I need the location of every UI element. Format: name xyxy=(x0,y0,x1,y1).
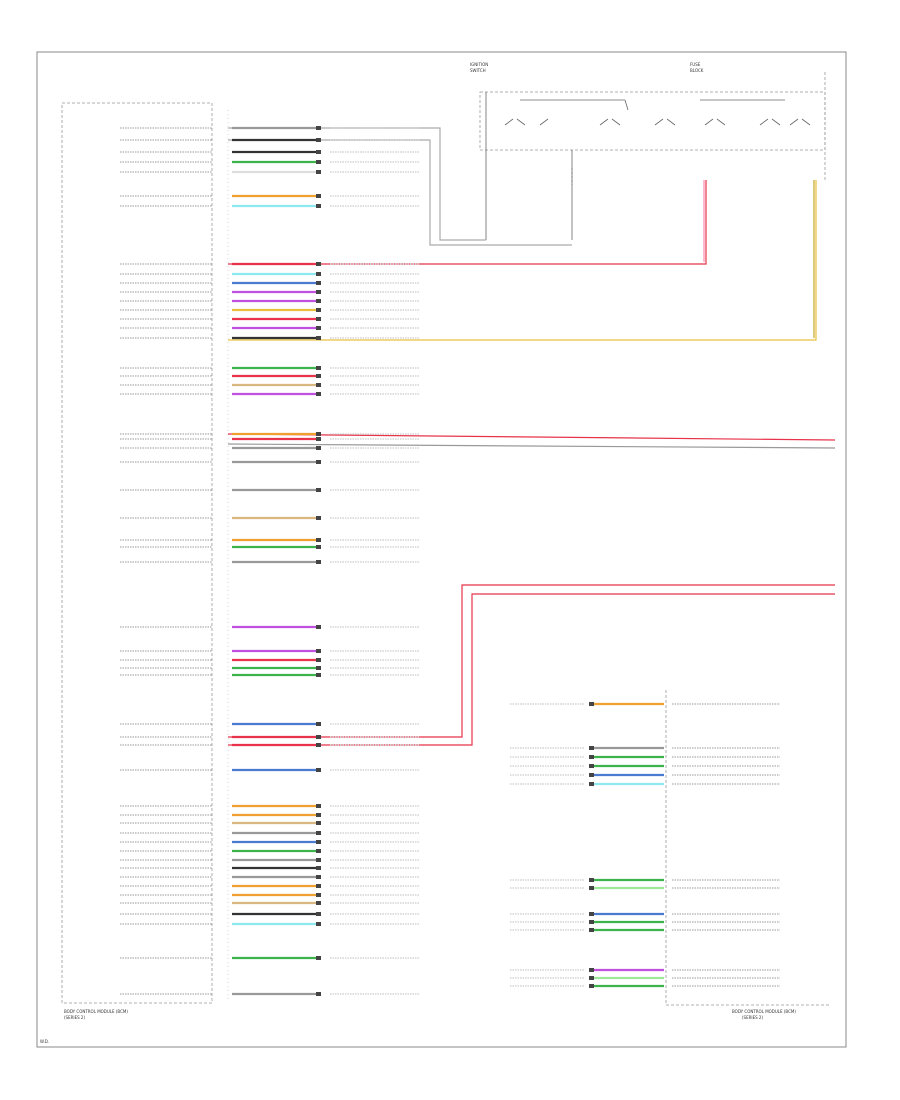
right-wire-stubs xyxy=(510,702,780,988)
fuse-block-label-2: BLOCK xyxy=(690,68,704,73)
connector-terminal xyxy=(316,722,321,726)
connector-terminal xyxy=(316,488,321,492)
connector-terminal xyxy=(316,160,321,164)
connector-terminal xyxy=(316,194,321,198)
connector-terminal xyxy=(316,308,321,312)
connector-terminal xyxy=(316,849,321,853)
connector-terminal xyxy=(316,625,321,629)
connector-terminal xyxy=(316,666,321,670)
connector-terminal xyxy=(316,170,321,174)
connector-terminal xyxy=(316,884,321,888)
connector-terminal xyxy=(589,912,594,916)
fuse-block-label: FUSE xyxy=(690,62,701,67)
connector-terminal xyxy=(316,460,321,464)
connector-terminal xyxy=(316,290,321,294)
connector-terminal xyxy=(316,813,321,817)
connector-terminal xyxy=(316,901,321,905)
connector-terminal xyxy=(316,831,321,835)
connector-terminal xyxy=(316,875,321,879)
ignition-switch-label-2: SWITCH xyxy=(470,68,486,73)
connector-terminal xyxy=(316,840,321,844)
connector-terminal xyxy=(589,782,594,786)
connector-terminal xyxy=(316,922,321,926)
connector-terminal xyxy=(316,126,321,130)
fuse-block: IGNITION SWITCH FUSE BLOCK xyxy=(470,62,826,240)
connector-terminal xyxy=(316,281,321,285)
connector-terminal xyxy=(589,976,594,980)
diagram-frame xyxy=(36,51,847,1048)
connector-terminal xyxy=(316,432,321,436)
fuse-contacts xyxy=(504,99,811,126)
connector-terminal xyxy=(316,262,321,266)
connector-terminal xyxy=(316,866,321,870)
connector-terminal xyxy=(316,673,321,677)
left-module-outline xyxy=(61,102,213,1004)
connector-terminal xyxy=(316,326,321,330)
feed-wire-red xyxy=(228,180,707,265)
connector-terminal xyxy=(316,299,321,303)
connector-terminal xyxy=(316,516,321,520)
connector-terminal xyxy=(589,920,594,924)
connector-terminal xyxy=(589,886,594,890)
connector-terminal xyxy=(316,336,321,340)
connector-terminal xyxy=(316,992,321,996)
connector-terminal xyxy=(316,649,321,653)
feed-wire-yellow xyxy=(228,180,817,341)
connector-terminal xyxy=(316,150,321,154)
connector-terminal xyxy=(316,735,321,739)
left-wire-stubs xyxy=(232,126,321,996)
ignition-switch-label: IGNITION xyxy=(470,62,488,67)
connector-terminal xyxy=(316,538,321,542)
connector-terminal xyxy=(316,545,321,549)
connector-terminal xyxy=(589,878,594,882)
right-module-caption: BODY CONTROL MODULE (BCM) xyxy=(732,1009,796,1014)
left-module-caption-2: (SERIES 2) xyxy=(64,1015,85,1020)
connector-terminal xyxy=(316,743,321,747)
right-module-caption-2: (SERIES 2) xyxy=(742,1015,763,1020)
connector-terminal xyxy=(589,746,594,750)
connector-terminal xyxy=(589,928,594,932)
connector-terminal xyxy=(589,764,594,768)
left-module-caption: BODY CONTROL MODULE (BCM) xyxy=(64,1009,128,1014)
connector-terminal xyxy=(316,204,321,208)
connector-terminal xyxy=(589,773,594,777)
left-pin-labels xyxy=(120,127,420,995)
connector-terminal xyxy=(316,138,321,142)
connector-terminal xyxy=(316,768,321,772)
connector-terminal xyxy=(589,755,594,759)
connector-terminal xyxy=(589,702,594,706)
connector-terminal xyxy=(316,956,321,960)
connector-terminal xyxy=(316,374,321,378)
feed-wire-red-2 xyxy=(227,433,836,441)
connector-terminal xyxy=(316,392,321,396)
connector-terminal xyxy=(589,984,594,988)
connector-terminal xyxy=(316,560,321,564)
connector-terminal xyxy=(316,437,321,441)
connector-terminal xyxy=(316,893,321,897)
connector-terminal xyxy=(316,272,321,276)
connector-terminal xyxy=(316,658,321,662)
connector-terminal xyxy=(316,446,321,450)
connector-terminal xyxy=(589,968,594,972)
connector-terminal xyxy=(316,383,321,387)
connector-terminal xyxy=(316,912,321,916)
connector-terminal xyxy=(316,858,321,862)
connector-terminal xyxy=(316,821,321,825)
page-tag: W.D. xyxy=(40,1039,49,1044)
connector-terminal xyxy=(316,317,321,321)
connector-terminal xyxy=(316,804,321,808)
connector-terminal xyxy=(316,366,321,370)
